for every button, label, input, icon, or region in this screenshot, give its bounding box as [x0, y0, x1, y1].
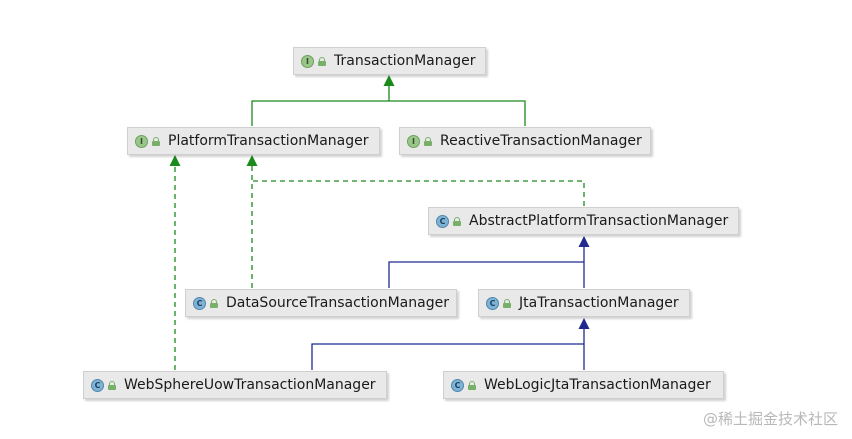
interface-icon: I	[301, 54, 314, 68]
watermark: @稀土掘金技术社区	[702, 410, 838, 428]
node-reactive-transaction-manager[interactable]: I ReactiveTransactionManager	[399, 127, 651, 155]
lock-icon	[468, 380, 476, 390]
class-icon: C	[193, 296, 206, 310]
node-weblogic-jta-transaction-manager[interactable]: C WebLogicJtaTransactionManager	[443, 371, 724, 399]
edge-dstm-jta-to-aptm	[388, 236, 590, 288]
class-icon: C	[486, 296, 499, 310]
node-label: DataSourceTransactionManager	[226, 295, 449, 311]
lock-icon	[318, 56, 326, 66]
node-label: TransactionManager	[334, 53, 476, 69]
lock-icon	[108, 380, 116, 390]
lock-icon	[453, 216, 461, 226]
edge-arrowhead	[578, 318, 590, 329]
node-jta-transaction-manager[interactable]: C JtaTransactionManager	[478, 289, 690, 317]
edge-ptm-rtm-to-tm	[251, 75, 526, 126]
node-abstract-platform-transaction-manager[interactable]: C AbstractPlatformTransactionManager	[428, 207, 739, 235]
lock-icon	[210, 298, 218, 308]
edge-wsuow-to-ptm	[169, 155, 181, 370]
node-data-source-transaction-manager[interactable]: C DataSourceTransactionManager	[185, 289, 457, 317]
edge-arrowhead	[169, 155, 181, 166]
node-label: ReactiveTransactionManager	[440, 133, 642, 149]
node-websphere-uow-transaction-manager[interactable]: C WebSphereUowTransactionManager	[83, 371, 387, 399]
node-label: AbstractPlatformTransactionManager	[469, 213, 729, 229]
class-icon: C	[451, 378, 464, 392]
node-platform-transaction-manager[interactable]: I PlatformTransactionManager	[127, 127, 380, 155]
edge-arrowhead	[578, 236, 590, 247]
edge-line	[388, 261, 584, 288]
lock-icon	[424, 136, 432, 146]
edge-line	[311, 343, 584, 370]
node-label: WebSphereUowTransactionManager	[124, 377, 376, 393]
node-label: WebLogicJtaTransactionManager	[484, 377, 711, 393]
node-label: JtaTransactionManager	[519, 295, 679, 311]
node-transaction-manager[interactable]: I TransactionManager	[293, 47, 486, 75]
edge-line	[251, 100, 526, 126]
edge-arrowhead	[246, 155, 258, 166]
node-label: PlatformTransactionManager	[168, 133, 369, 149]
interface-icon: I	[135, 134, 148, 148]
class-icon: C	[436, 214, 449, 228]
interface-icon: I	[407, 134, 420, 148]
edge-line	[252, 180, 585, 206]
lock-icon	[503, 298, 511, 308]
edge-arrowhead	[383, 75, 395, 86]
class-icon: C	[91, 378, 104, 392]
edge-wsuow-wljta-to-jta	[311, 318, 590, 370]
edge-aptm-dstm-to-ptm	[246, 155, 585, 288]
lock-icon	[152, 136, 160, 146]
